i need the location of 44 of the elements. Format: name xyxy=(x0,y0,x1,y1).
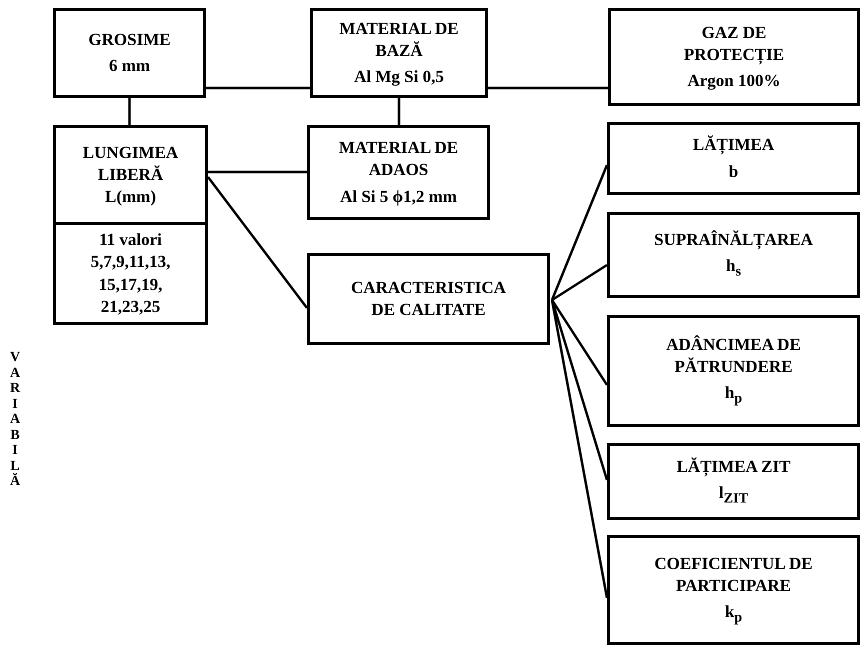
connector-line xyxy=(550,299,608,386)
process-box xyxy=(608,8,860,106)
heading-text: SUPRAÎNĂLȚAREA xyxy=(654,229,813,252)
value-text: Al Mg Si 0,5 xyxy=(354,66,444,88)
connector-line xyxy=(551,264,608,302)
connector-line xyxy=(550,164,608,300)
heading-text: LUNGIMEA LIBERĂ xyxy=(82,142,180,186)
value-text: h$_{p}$ xyxy=(724,382,742,408)
value-text: b xyxy=(728,160,738,182)
process-box xyxy=(307,125,490,220)
heading-text: LĂȚIMEA ZIT xyxy=(676,456,790,478)
connector-line xyxy=(208,170,307,174)
value-text: k$_{p}$ xyxy=(724,601,742,627)
connector-line xyxy=(207,176,308,309)
connector-line xyxy=(398,98,400,125)
process-box xyxy=(607,315,860,427)
heading-text: MATERIAL DE ADAOS xyxy=(338,137,460,182)
axis-side-label: VARIABILĂ xyxy=(8,350,22,490)
value-text: Al Si 5 ϕ1,2 mm xyxy=(340,186,457,208)
heading-text: MATERIAL DE BAZĂ xyxy=(338,18,460,62)
process-box xyxy=(310,8,488,98)
process-box xyxy=(307,253,550,345)
process-box xyxy=(607,122,860,195)
connector-line xyxy=(128,98,131,125)
process-box xyxy=(607,212,860,298)
heading-text: LĂȚIMEA xyxy=(692,134,774,156)
process-box xyxy=(607,535,860,645)
connector-line xyxy=(550,300,608,480)
unit-text: L(mm) xyxy=(105,186,156,208)
value-text: h$_{s}$ xyxy=(726,255,741,281)
process-box xyxy=(607,443,860,520)
value-text: 6 mm xyxy=(108,55,150,77)
heading-text: CARACTERISTICA DE CALITATE xyxy=(350,276,507,321)
connector-line xyxy=(550,300,608,598)
count-text: 11 valori xyxy=(99,229,162,252)
heading-text: GROSIME xyxy=(88,28,171,51)
process-box xyxy=(53,8,206,98)
value-text: l$_{ZIT}$ xyxy=(718,482,748,508)
value-text: Argon 100% xyxy=(687,70,781,92)
heading-text: GAZ DE PROTECȚIE xyxy=(682,22,786,66)
process-box xyxy=(53,125,208,325)
connector-line xyxy=(488,86,608,90)
values-text: 5,7,9,11,13, 15,17,19, 21,23,25 xyxy=(90,251,172,318)
connector-line xyxy=(206,86,310,90)
